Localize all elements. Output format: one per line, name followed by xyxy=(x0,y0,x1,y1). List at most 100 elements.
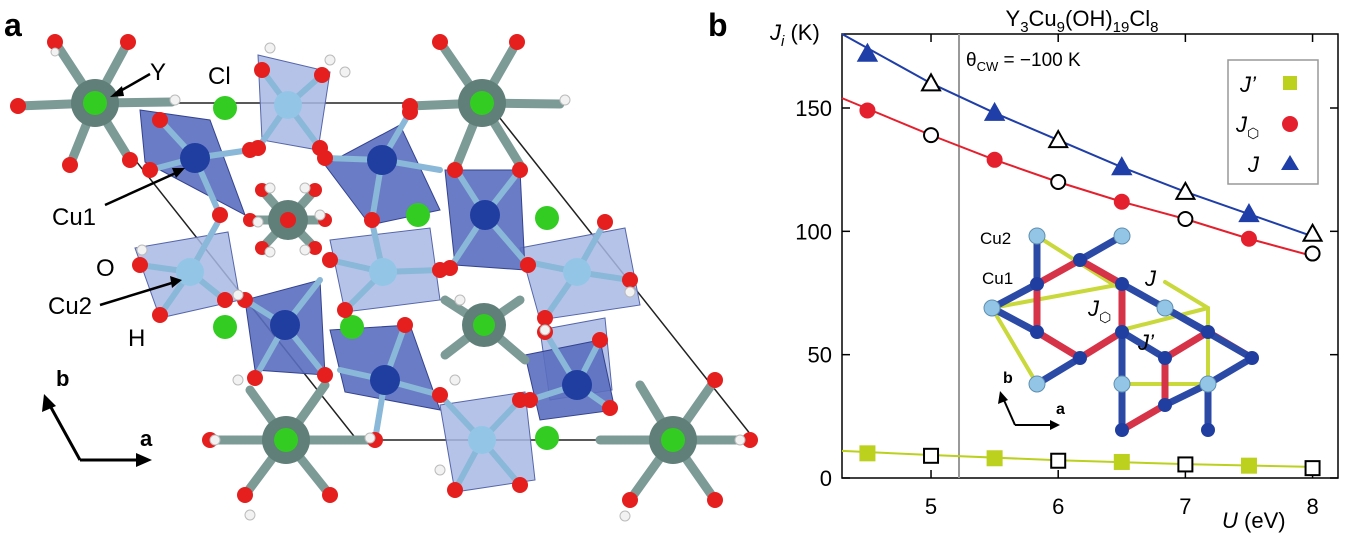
data-point-open xyxy=(1047,129,1069,149)
y-axis-label: Ji (K) xyxy=(769,20,820,50)
x-axis-label: U (eV) xyxy=(1222,508,1286,533)
cl-atom xyxy=(340,315,364,339)
data-point-filled xyxy=(1113,453,1130,470)
cu1-atom xyxy=(367,145,397,175)
data-point-open xyxy=(923,447,940,464)
kagome-inset: Cu2 Cu1 J J⬡ J’ b a xyxy=(980,227,1259,437)
cu2-atom xyxy=(176,258,204,286)
cl-atom xyxy=(406,203,430,227)
inset-label-cu1: Cu1 xyxy=(982,269,1013,288)
atom-label-cu2: Cu2 xyxy=(48,293,92,320)
data-point-open xyxy=(1177,211,1194,227)
legend-marker-jprime xyxy=(1283,76,1297,90)
y-tick-label: 50 xyxy=(808,343,832,368)
legend-box xyxy=(1227,59,1319,185)
crystal-structure-panel: a xyxy=(4,7,758,522)
arrow-head-icon xyxy=(42,394,56,412)
data-point-open xyxy=(1050,174,1067,190)
arrow-head-icon xyxy=(998,391,1008,404)
y-tick-label: 150 xyxy=(795,96,832,121)
cu1-atom xyxy=(270,310,300,340)
chart-title: Y3Cu9(OH)19Cl8 xyxy=(1006,6,1159,36)
atom-label-o: O xyxy=(96,255,115,282)
cu1-atom xyxy=(180,143,210,173)
data-point-filled xyxy=(1240,230,1257,247)
cl-atom xyxy=(274,428,298,452)
cu2-pointer-arrow xyxy=(99,280,176,307)
cu1-atom xyxy=(370,365,400,395)
x-tick-label: 6 xyxy=(1052,494,1064,519)
h-atoms xyxy=(50,42,746,522)
x-tick-label: 8 xyxy=(1306,494,1318,519)
data-point-open xyxy=(1301,222,1324,242)
fit-line xyxy=(841,97,1313,257)
plot-frame xyxy=(841,33,1339,479)
arrow-head-icon xyxy=(1050,420,1060,430)
lattice-axes: b a xyxy=(42,366,153,467)
inset-axis-b-arrow xyxy=(1002,397,1016,426)
x-tick-label: 5 xyxy=(925,494,937,519)
data-point-open xyxy=(1304,245,1321,262)
cl-atom xyxy=(661,428,685,452)
cl-atom xyxy=(213,315,237,339)
cl-atom xyxy=(213,96,237,120)
data-markers xyxy=(856,42,1324,477)
legend-label-jhex: J⬡ xyxy=(1235,112,1259,141)
panel-b-label: b xyxy=(708,7,728,43)
axis-b-label: b xyxy=(56,366,69,391)
data-point-open xyxy=(923,127,940,144)
cu2-atom xyxy=(274,91,302,119)
fit-line xyxy=(841,33,1313,238)
inset-axis-a-label: a xyxy=(1056,401,1065,418)
inset-label-jhex: J⬡ xyxy=(1087,296,1111,325)
legend-marker-j xyxy=(1281,155,1299,170)
cl-atom xyxy=(535,206,559,230)
arrow-head-icon xyxy=(136,453,152,467)
inset-axis-b-label: b xyxy=(1003,370,1013,387)
inset-cu1-atoms xyxy=(1030,253,1259,437)
data-point-filled xyxy=(1238,203,1260,223)
cu1-atom xyxy=(562,370,592,400)
atom-label-cl: Cl xyxy=(208,63,231,90)
inset-label-cu2: Cu2 xyxy=(980,229,1011,248)
legend-marker-jhex xyxy=(1282,116,1298,132)
cu1-atoms xyxy=(180,143,592,400)
data-point-filled xyxy=(1111,156,1133,176)
data-point-open xyxy=(920,72,942,92)
data-point-filled xyxy=(859,445,876,462)
arrow-head-icon xyxy=(170,276,182,288)
cl-atom xyxy=(83,91,107,115)
cl-atoms xyxy=(83,91,685,452)
data-point-filled xyxy=(983,101,1006,121)
cu1-pointer-arrow xyxy=(104,170,179,207)
cu2-atom xyxy=(369,258,397,286)
data-point-open xyxy=(1174,180,1197,200)
data-point-open xyxy=(1050,452,1067,469)
axis-a-label: a xyxy=(140,426,153,451)
data-point-filled xyxy=(986,151,1003,168)
x-tick-label: 7 xyxy=(1179,494,1191,519)
cu2-atoms xyxy=(176,91,591,454)
atom-label-cu1: Cu1 xyxy=(52,204,96,231)
inset-label-j: J xyxy=(1144,266,1157,291)
cu2-atom xyxy=(468,426,496,454)
inset-cu2-atoms xyxy=(983,227,1217,393)
atom-label-h: H xyxy=(128,325,145,352)
atom-label-y: Y xyxy=(150,59,166,86)
cl-atom xyxy=(535,426,559,450)
arrow-head-icon xyxy=(110,86,124,97)
data-point-open xyxy=(1177,456,1194,473)
arrow-head-icon xyxy=(172,168,185,178)
y-tick-label: 100 xyxy=(795,219,832,244)
panel-a-label: a xyxy=(4,7,22,43)
data-point-open xyxy=(1304,460,1321,477)
legend: J’ J⬡ J xyxy=(1227,59,1319,185)
inset-label-jprime: J’ xyxy=(1137,330,1155,355)
data-point-filled xyxy=(1240,457,1257,474)
legend-label-j: J xyxy=(1247,152,1260,177)
data-point-filled xyxy=(1113,193,1130,210)
axis-b-arrow xyxy=(46,401,82,461)
